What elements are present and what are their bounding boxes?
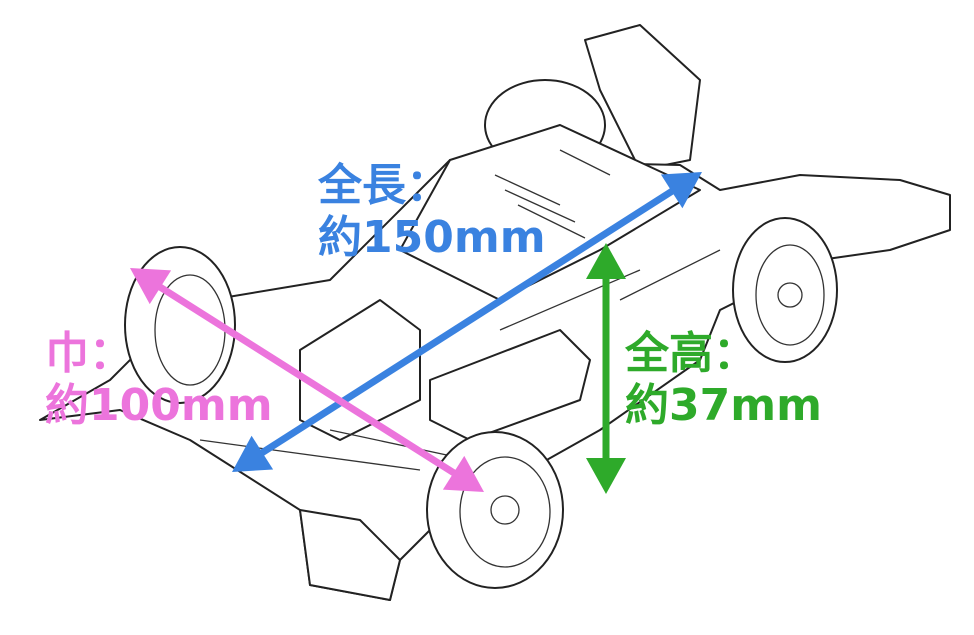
length-arrow-head-start (232, 435, 274, 472)
width-label-title: 巾： (45, 328, 133, 379)
width-label: 巾： 約100mm (45, 328, 273, 432)
length-arrow-line (255, 185, 679, 459)
battery-cover (399, 124, 701, 301)
rear-right-wheel (732, 217, 838, 363)
height-arrow-head-end (586, 458, 626, 494)
height-label: 全高： 約37mm (625, 328, 822, 432)
width-arrow-line (153, 281, 461, 479)
length-label: 全長： 約150mm (318, 160, 546, 264)
gear-cover (299, 299, 421, 441)
motor-housing (429, 329, 591, 441)
length-label-value: 約150mm (318, 212, 546, 263)
height-arrow-head-start (586, 243, 626, 279)
front-right-wheel (426, 431, 564, 589)
height-label-value: 約37mm (625, 380, 822, 431)
width-label-value: 約100mm (45, 380, 273, 431)
length-label-title: 全長： (318, 160, 450, 211)
height-label-title: 全高： (625, 328, 757, 379)
front-bumper (299, 509, 401, 601)
width-arrow-head-end (442, 455, 484, 492)
width-arrow-head-start (130, 268, 172, 305)
length-arrow-head-end (660, 172, 702, 209)
rear-bumper-stay (584, 24, 701, 171)
